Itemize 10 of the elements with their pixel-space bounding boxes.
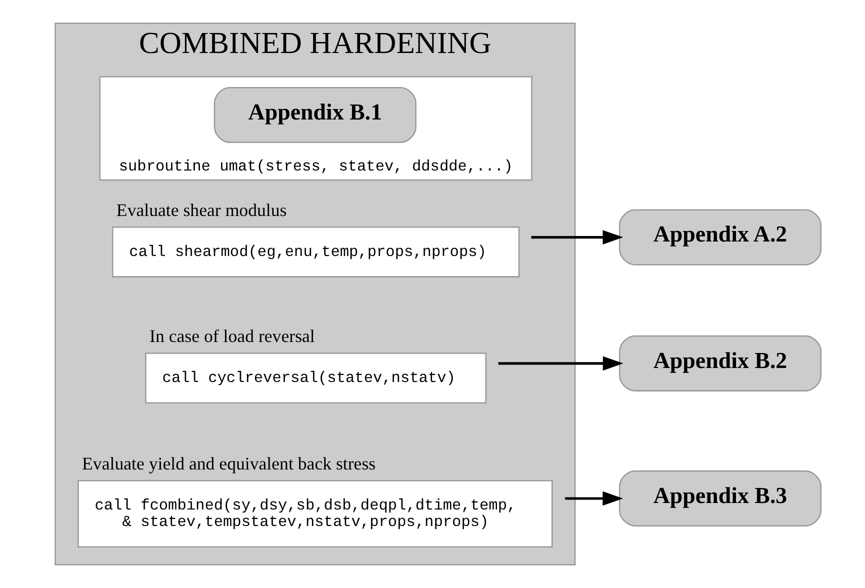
node-box: Appendix B.2: [618, 335, 822, 392]
arrow: [530, 230, 623, 244]
arrow: [498, 356, 623, 371]
node-box: Appendix B.1: [213, 86, 416, 144]
node-box: Appendix B.3: [618, 470, 822, 526]
node-label: Evaluate yield and equivalent back stress: [82, 453, 376, 474]
node-box: Appendix A.2: [618, 209, 822, 266]
node-label: In case of load reversal: [149, 326, 314, 346]
arrow: [564, 491, 623, 506]
node-label: Evaluate shear modulus: [116, 200, 286, 220]
